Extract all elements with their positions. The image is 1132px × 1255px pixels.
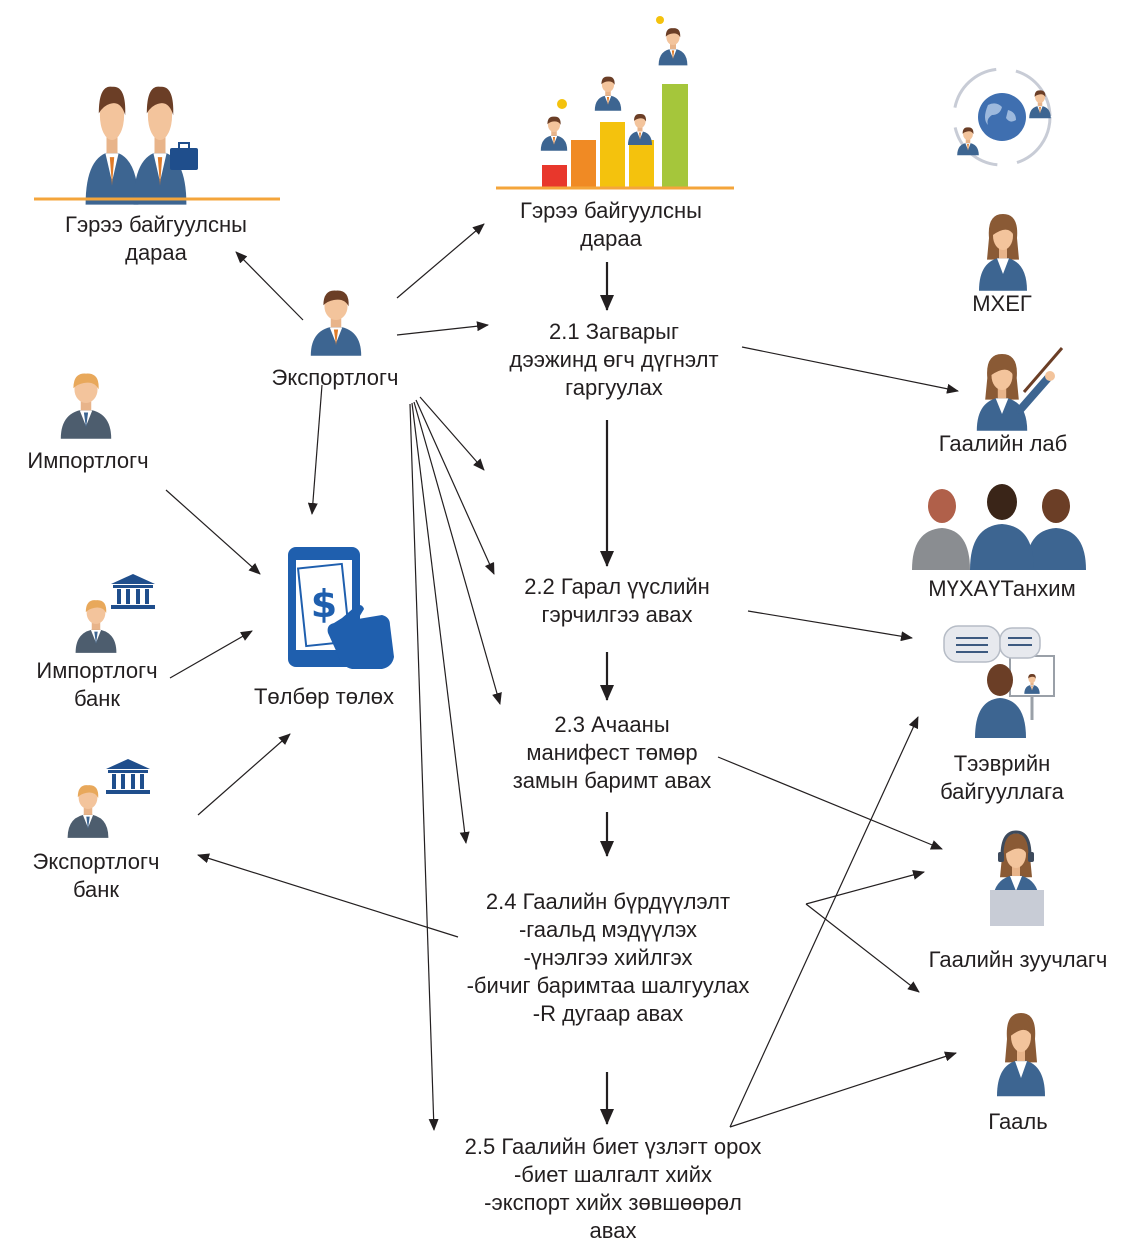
chamber-label: МҮХАҮТанхим bbox=[928, 576, 1076, 601]
exporter-bank-label: Экспортлогч банк bbox=[33, 848, 160, 904]
handshake-icon bbox=[34, 86, 280, 205]
step-2-4-label: 2.4 Гаалийн бүрдүүлэлт -гаальд мэдүүлэх … bbox=[466, 889, 750, 1026]
importer-person-icon bbox=[60, 373, 112, 439]
step-2-3-label: 2.3 Ачааны манифест төмөр замын баримт а… bbox=[512, 712, 712, 793]
transport-chat-icon bbox=[943, 625, 1055, 738]
customs-officer-icon bbox=[997, 1013, 1045, 1097]
growth-chart-icon bbox=[496, 16, 734, 190]
step-2-5-label: 2.5 Гаалийн биет үзлэгт орох -биет шалга… bbox=[464, 1134, 762, 1243]
exporter-label: Экспортлогч bbox=[271, 365, 399, 390]
mheg-female-officer-icon bbox=[979, 214, 1027, 291]
exporter-bank-icon bbox=[67, 759, 150, 838]
left-contract-label-line1: Гэрээ байгуулсны bbox=[65, 212, 247, 237]
mheg-label: МХЕГ bbox=[972, 291, 1032, 316]
exporter-bank-label-line1: Экспортлогч bbox=[32, 849, 160, 874]
exporter-person-icon bbox=[310, 290, 362, 356]
lab-teacher-icon bbox=[976, 347, 1064, 431]
mobile-payment-icon: $ bbox=[288, 547, 394, 669]
exporter-bank-label-line2: банк bbox=[72, 877, 120, 902]
step-contract-label: Гэрээ байгуулсны дараа bbox=[520, 197, 702, 253]
step-2-2-label: 2.2 Гарал үүслийн гэрчилгээ авах bbox=[524, 574, 710, 627]
svg-text:$: $ bbox=[311, 582, 337, 626]
payment-label: Төлбөр төлөх bbox=[253, 684, 395, 709]
step-contract-line2: дараа bbox=[580, 226, 642, 251]
left-contract-label-line2: дараа bbox=[125, 240, 187, 265]
broker-label: Гаалийн зуучлагч bbox=[928, 947, 1108, 972]
importer-bank-icon bbox=[75, 574, 155, 653]
globe-network-icon bbox=[952, 67, 1052, 167]
importer-bank-label: Импортлогч банк bbox=[36, 657, 157, 713]
importer-bank-label-line1: Импортлогч bbox=[36, 658, 158, 683]
flow-arrows bbox=[165, 223, 959, 1131]
step-2-1-label: 2.1 Загварыг дээжинд өгч дүгнэлт гаргуул… bbox=[509, 319, 719, 400]
transport-label: Тээврийн байгууллага bbox=[940, 751, 1064, 804]
customs-label: Гааль bbox=[988, 1109, 1048, 1134]
lab-label: Гаалийн лаб bbox=[938, 431, 1068, 456]
importer-label: Импортлогч bbox=[27, 448, 149, 473]
broker-headset-icon bbox=[990, 830, 1044, 926]
chamber-group-icon bbox=[912, 484, 1086, 570]
step-contract-line1: Гэрээ байгуулсны bbox=[520, 198, 702, 223]
left-contract-label: Гэрээ байгуулсны дараа bbox=[65, 211, 247, 267]
importer-bank-label-line2: банк bbox=[73, 686, 121, 711]
